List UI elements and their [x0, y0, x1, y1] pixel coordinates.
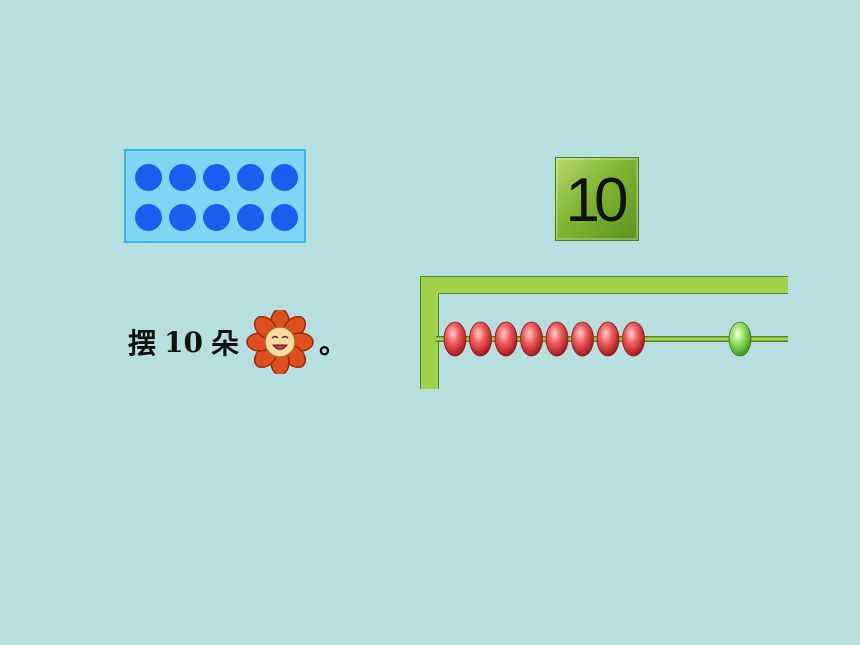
- abacus-beads: [443, 321, 752, 357]
- sentence-measure-word: 朵: [210, 327, 239, 360]
- dot: [169, 164, 196, 191]
- red-bead: [520, 321, 543, 357]
- red-bead: [571, 321, 594, 357]
- red-bead: [469, 321, 492, 357]
- dot-grid: [135, 164, 298, 231]
- dot: [203, 204, 230, 231]
- dot: [237, 164, 264, 191]
- dot: [135, 164, 162, 191]
- green-bead: [728, 321, 752, 357]
- sentence-number: 10: [164, 325, 203, 359]
- red-bead: [545, 321, 569, 357]
- dot: [169, 204, 196, 231]
- sentence-end-mark: 。: [319, 327, 348, 360]
- dot: [203, 164, 230, 191]
- abacus-frame: [420, 276, 788, 389]
- number-card-value: 10: [565, 165, 629, 235]
- red-bead: [443, 321, 467, 357]
- sentence-prefix: 摆: [128, 327, 157, 360]
- smiling-flower-icon: [246, 310, 314, 374]
- instruction-sentence: 摆 10 朵 。: [128, 310, 347, 374]
- number-card: 10: [555, 157, 639, 241]
- red-bead: [622, 321, 645, 357]
- dot: [271, 164, 298, 191]
- dot: [237, 204, 264, 231]
- red-bead: [494, 321, 518, 357]
- abacus: [420, 276, 788, 389]
- red-bead: [596, 321, 620, 357]
- ten-frame-dots: [124, 149, 306, 243]
- dot: [135, 204, 162, 231]
- dot: [271, 204, 298, 231]
